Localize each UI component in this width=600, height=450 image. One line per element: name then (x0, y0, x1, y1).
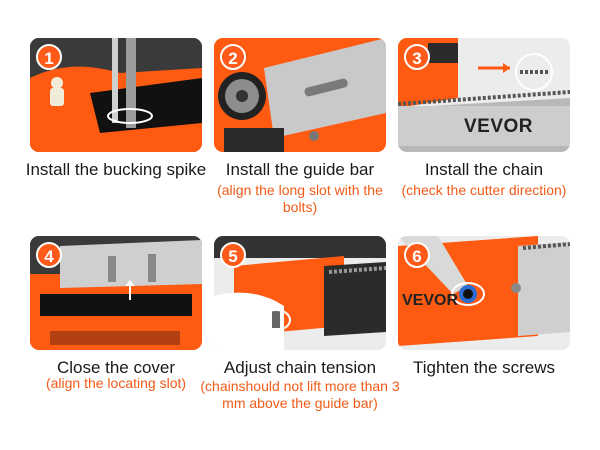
step-5-title: Adjust chain tension (223, 358, 377, 377)
step-2-badge: 2 (220, 44, 246, 70)
step-6-photo: 6 VEVOR (398, 236, 570, 350)
step-3-photo: 3 VEVOR (398, 38, 570, 152)
step-2-photo: 2 (214, 38, 386, 152)
step-3-title: Install the chain (424, 160, 544, 179)
step-1-photo: 1 (30, 38, 202, 152)
step-5-photo: 5 (214, 236, 386, 350)
step-5-note: (chainshould not lift more than 3 mm abo… (200, 378, 400, 411)
vevor-logo: VEVOR (464, 116, 534, 137)
step-5-badge: 5 (220, 242, 246, 268)
step-4-photo: 4 (30, 236, 202, 350)
step-2-note: (align the long slot with the bolts) (217, 182, 383, 215)
step-4-title: Close the cover (56, 358, 176, 377)
step-3-note: (check the cutter direction) (401, 182, 567, 198)
step-4-note: (align the locating slot) (45, 375, 187, 391)
step-6-badge: 6 (404, 242, 430, 268)
step-6-title: Tighten the screws (412, 358, 556, 377)
step-4-badge: 4 (36, 242, 62, 268)
vevor-logo-2: VEVOR (402, 292, 459, 309)
tighten-screws-illustration (398, 236, 570, 350)
step-2-title: Install the guide bar (225, 160, 375, 179)
step-3-badge: 3 (404, 44, 430, 70)
step-1-badge: 1 (36, 44, 62, 70)
step-1-title: Install the bucking spike (25, 160, 207, 179)
